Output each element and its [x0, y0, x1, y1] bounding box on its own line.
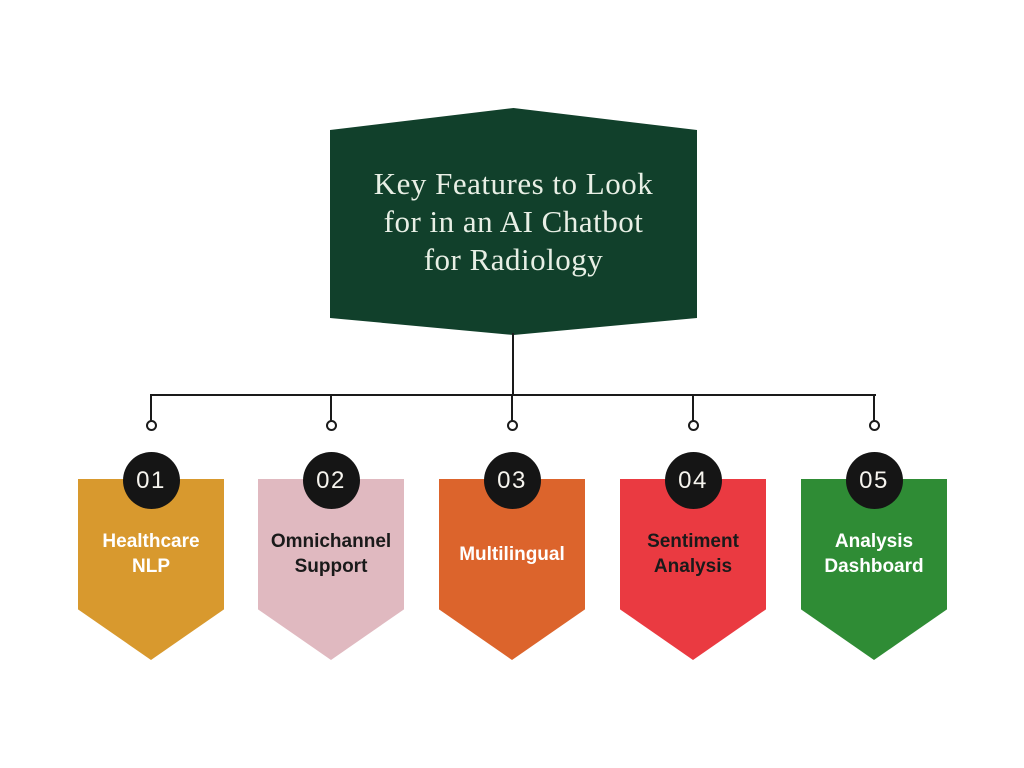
connector-node-circle-5: [868, 420, 880, 431]
number-badge-label: 04: [678, 466, 708, 494]
connector-drop-line-2: [330, 394, 332, 421]
title-line-3: for Radiology: [423, 241, 604, 277]
number-badge-label: 03: [497, 466, 527, 494]
feature-label-line-2: Dashboard: [824, 556, 924, 577]
feature-label-line-2: NLP: [132, 556, 170, 577]
feature-label-line-1: Omnichannel: [270, 531, 392, 552]
connector-drop-line-1: [150, 394, 152, 421]
number-badge-label: 01: [136, 466, 166, 494]
connector-node-circle-2: [325, 420, 337, 431]
connector-drop-line-5: [873, 394, 875, 421]
connector-horizontal-line: [150, 394, 876, 396]
connector-node-circle-1: [145, 420, 157, 431]
feature-card-multilingual: 03 Multilingual: [439, 452, 585, 664]
number-badge-label: 02: [316, 466, 346, 494]
title-banner: Key Features to Look for in an AI Chatbo…: [330, 108, 697, 335]
feature-label-line-1: Analysis: [834, 531, 914, 552]
feature-card-sentiment-analysis: 04 Sentiment Analysis: [620, 452, 766, 664]
number-badge: 02: [302, 452, 360, 509]
title-line-1: Key Features to Look: [373, 165, 654, 201]
connector-trunk-line: [512, 333, 514, 395]
number-badge: 04: [664, 452, 722, 509]
feature-label: Multilingual: [439, 528, 585, 580]
feature-label-line-2: Support: [294, 556, 368, 577]
feature-label-line-2: Analysis: [653, 556, 733, 577]
feature-label-line-1: Sentiment: [647, 531, 739, 552]
feature-label: Omnichannel Support: [258, 528, 404, 580]
title-line-2: for in an AI Chatbot: [383, 203, 644, 239]
number-badge: 03: [483, 452, 541, 509]
feature-card-analysis-dashboard: 05 Analysis Dashboard: [801, 452, 947, 664]
number-badge: 01: [122, 452, 180, 509]
connector-drop-line-3: [511, 394, 513, 421]
connector-node-circle-3: [506, 420, 518, 431]
page-title: Key Features to Look for in an AI Chatbo…: [374, 165, 653, 279]
feature-card-healthcare-nlp: 01 Healthcare NLP: [78, 452, 224, 664]
number-badge: 05: [845, 452, 903, 509]
connector-node-circle-4: [687, 420, 699, 431]
feature-label: Sentiment Analysis: [620, 528, 766, 580]
number-badge-label: 05: [859, 466, 889, 494]
feature-card-omnichannel-support: 02 Omnichannel Support: [258, 452, 404, 664]
feature-label-line-1: Multilingual: [459, 543, 565, 565]
feature-label: Healthcare NLP: [78, 528, 224, 580]
feature-label-line-1: Healthcare: [102, 531, 200, 552]
feature-label: Analysis Dashboard: [801, 528, 947, 580]
connector-drop-line-4: [692, 394, 694, 421]
